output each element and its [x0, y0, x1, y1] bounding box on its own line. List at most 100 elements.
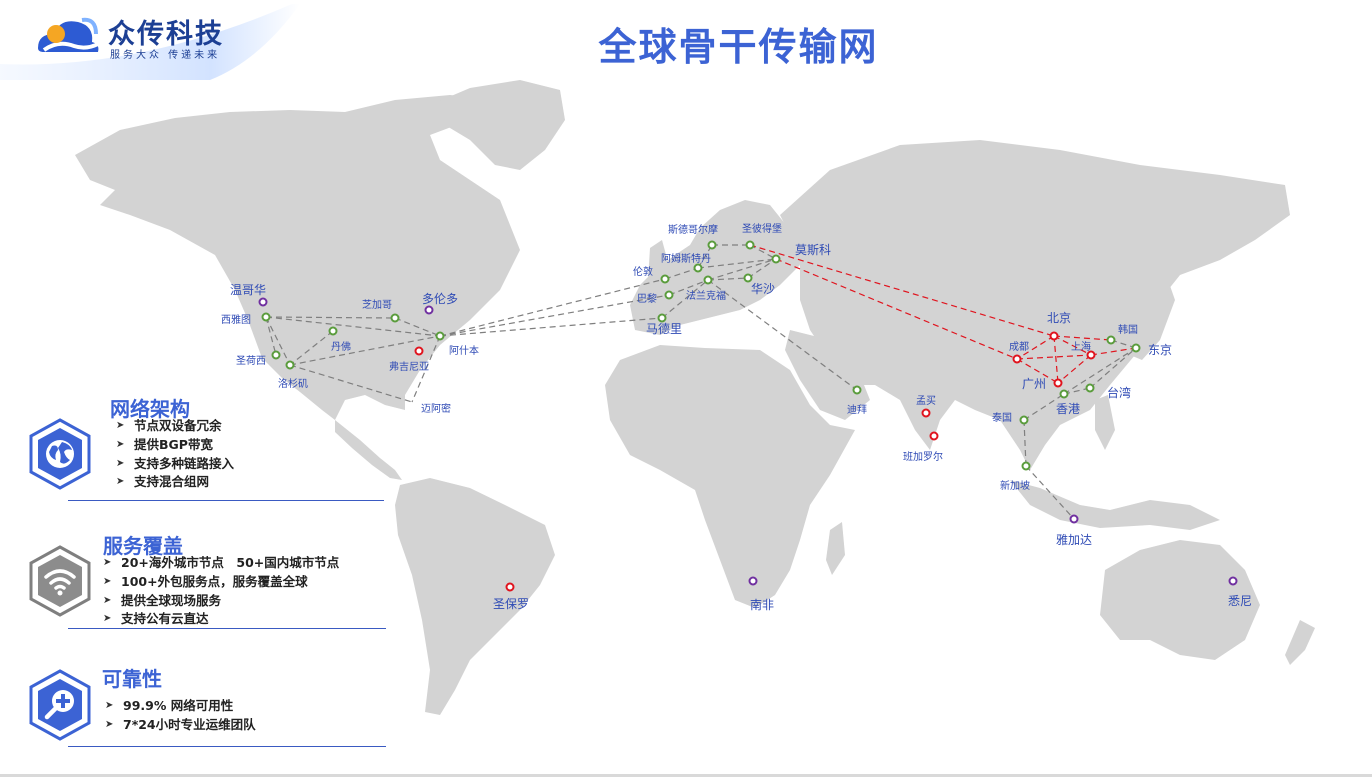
node-chengdu [1012, 354, 1022, 364]
feature-coverage-divider [68, 628, 386, 629]
node-chicago [390, 313, 400, 323]
node-frankfurt [703, 275, 713, 285]
feature-network-list: 节点双设备冗余 提供BGP带宽 支持多种链路接入 支持混合组网 [116, 417, 234, 492]
node-toronto [424, 305, 434, 315]
node-tokyo [1131, 343, 1141, 353]
node-korea [1106, 335, 1116, 345]
node-taiwan [1085, 383, 1095, 393]
node-mumbai [921, 408, 931, 418]
node-singapore [1021, 461, 1031, 471]
label-thailand: 泰国 [992, 411, 1012, 424]
label-seattle: 西雅图 [221, 313, 251, 326]
label-guangzhou: 广州 [1022, 377, 1046, 391]
node-beijing [1049, 331, 1059, 341]
label-shanghai: 上海 [1071, 340, 1091, 353]
node-ashburn [435, 331, 445, 341]
label-saopaulo: 圣保罗 [493, 597, 529, 611]
label-ashburn: 阿什本 [449, 344, 479, 357]
label-chengdu: 成都 [1009, 341, 1029, 353]
node-shanghai [1086, 350, 1096, 360]
label-paris: 巴黎 [637, 292, 657, 305]
label-chicago: 芝加哥 [362, 298, 392, 311]
label-warsaw: 华沙 [751, 282, 775, 296]
label-beijing: 北京 [1047, 311, 1071, 325]
brand-logo: 众传科技 服务大众 传递未来 [0, 0, 300, 80]
land-asia [780, 140, 1290, 470]
label-losangeles: 洛杉矶 [278, 377, 308, 390]
feature-reliability-divider [68, 746, 386, 747]
node-warsaw [743, 273, 753, 283]
node-paris [664, 290, 674, 300]
node-bangalore [929, 431, 939, 441]
label-southafrica: 南非 [750, 597, 774, 612]
land-north-america [75, 95, 520, 420]
city-labels: 温哥华 西雅图 芝加哥 多伦多 丹佛 阿什本 圣荷西 洛杉矶 弗吉尼亚 迈阿密 … [221, 222, 1252, 612]
list-item: 提供全球现场服务 [103, 592, 339, 611]
label-london: 伦敦 [633, 265, 653, 278]
node-southafrica [748, 576, 758, 586]
node-guangzhou [1053, 378, 1063, 388]
land-madagascar [826, 522, 845, 575]
land-greenland [430, 80, 565, 170]
logo-cloud-icon [38, 17, 99, 52]
label-virginia: 弗吉尼亚 [389, 360, 429, 373]
label-taiwan: 台湾 [1107, 385, 1131, 400]
node-saopaulo [505, 582, 515, 592]
label-hongkong: 香港 [1056, 402, 1080, 416]
label-denver: 丹佛 [331, 340, 351, 353]
label-vancouver: 温哥华 [230, 283, 266, 297]
label-sanjose: 圣荷西 [236, 355, 266, 367]
land-uk [648, 240, 668, 282]
label-bangalore: 班加罗尔 [903, 450, 943, 463]
list-item: 支持多种链路接入 [116, 455, 234, 474]
feature-network-divider [68, 500, 384, 501]
node-sydney [1228, 576, 1238, 586]
list-item: 提供BGP带宽 [116, 436, 234, 455]
node-losangeles [285, 360, 295, 370]
logo-swoosh-decoration [0, 4, 300, 80]
bottom-divider [0, 774, 1372, 777]
node-dubai [852, 385, 862, 395]
node-jakarta [1069, 514, 1079, 524]
node-stockholm [707, 240, 717, 250]
list-item: 支持混合组网 [116, 473, 234, 492]
label-miami: 迈阿密 [421, 402, 451, 415]
label-moscow: 莫斯科 [795, 243, 831, 257]
node-moscow [771, 254, 781, 264]
search-plus-icon [29, 669, 91, 741]
node-hongkong [1059, 389, 1069, 399]
page-title: 全球骨干传输网 [598, 25, 879, 69]
land-south-america [395, 478, 555, 715]
node-virginia [414, 346, 424, 356]
list-item: 20+海外城市节点 50+国内城市节点 [103, 554, 339, 573]
node-thailand [1019, 415, 1029, 425]
label-singapore: 新加坡 [1000, 479, 1030, 492]
label-mumbai: 孟买 [916, 395, 936, 407]
node-madrid [657, 313, 667, 323]
land-europe [630, 200, 800, 335]
list-item: 7*24小时专业运维团队 [105, 716, 256, 735]
node-sanjose [271, 350, 281, 360]
land-japan [1130, 280, 1175, 360]
brand-tagline: 服务大众 传递未来 [110, 50, 221, 61]
feature-coverage-list: 20+海外城市节点 50+国内城市节点 100+外包服务点，服务覆盖全球 提供全… [103, 554, 339, 629]
land-philippines [1095, 395, 1115, 450]
feature-reliability-list: 99.9% 网络可用性 7*24小时专业运维团队 [105, 697, 256, 735]
backbone-links-red [749, 244, 1137, 384]
list-item: 99.9% 网络可用性 [105, 697, 256, 716]
label-sydney: 悉尼 [1228, 594, 1252, 608]
globe-icon [29, 418, 91, 490]
land-australia [1100, 540, 1260, 660]
label-korea: 韩国 [1118, 323, 1138, 336]
land-indonesia [1010, 480, 1220, 530]
land-africa [605, 345, 855, 608]
node-vancouver [258, 297, 268, 307]
node-london [660, 274, 670, 284]
label-stpetersburg: 圣彼得堡 [742, 222, 782, 235]
label-dubai: 迪拜 [847, 404, 867, 416]
land-central-america [335, 420, 402, 480]
label-tokyo: 东京 [1148, 343, 1172, 357]
label-jakarta: 雅加达 [1056, 532, 1092, 547]
node-seattle [261, 312, 271, 322]
